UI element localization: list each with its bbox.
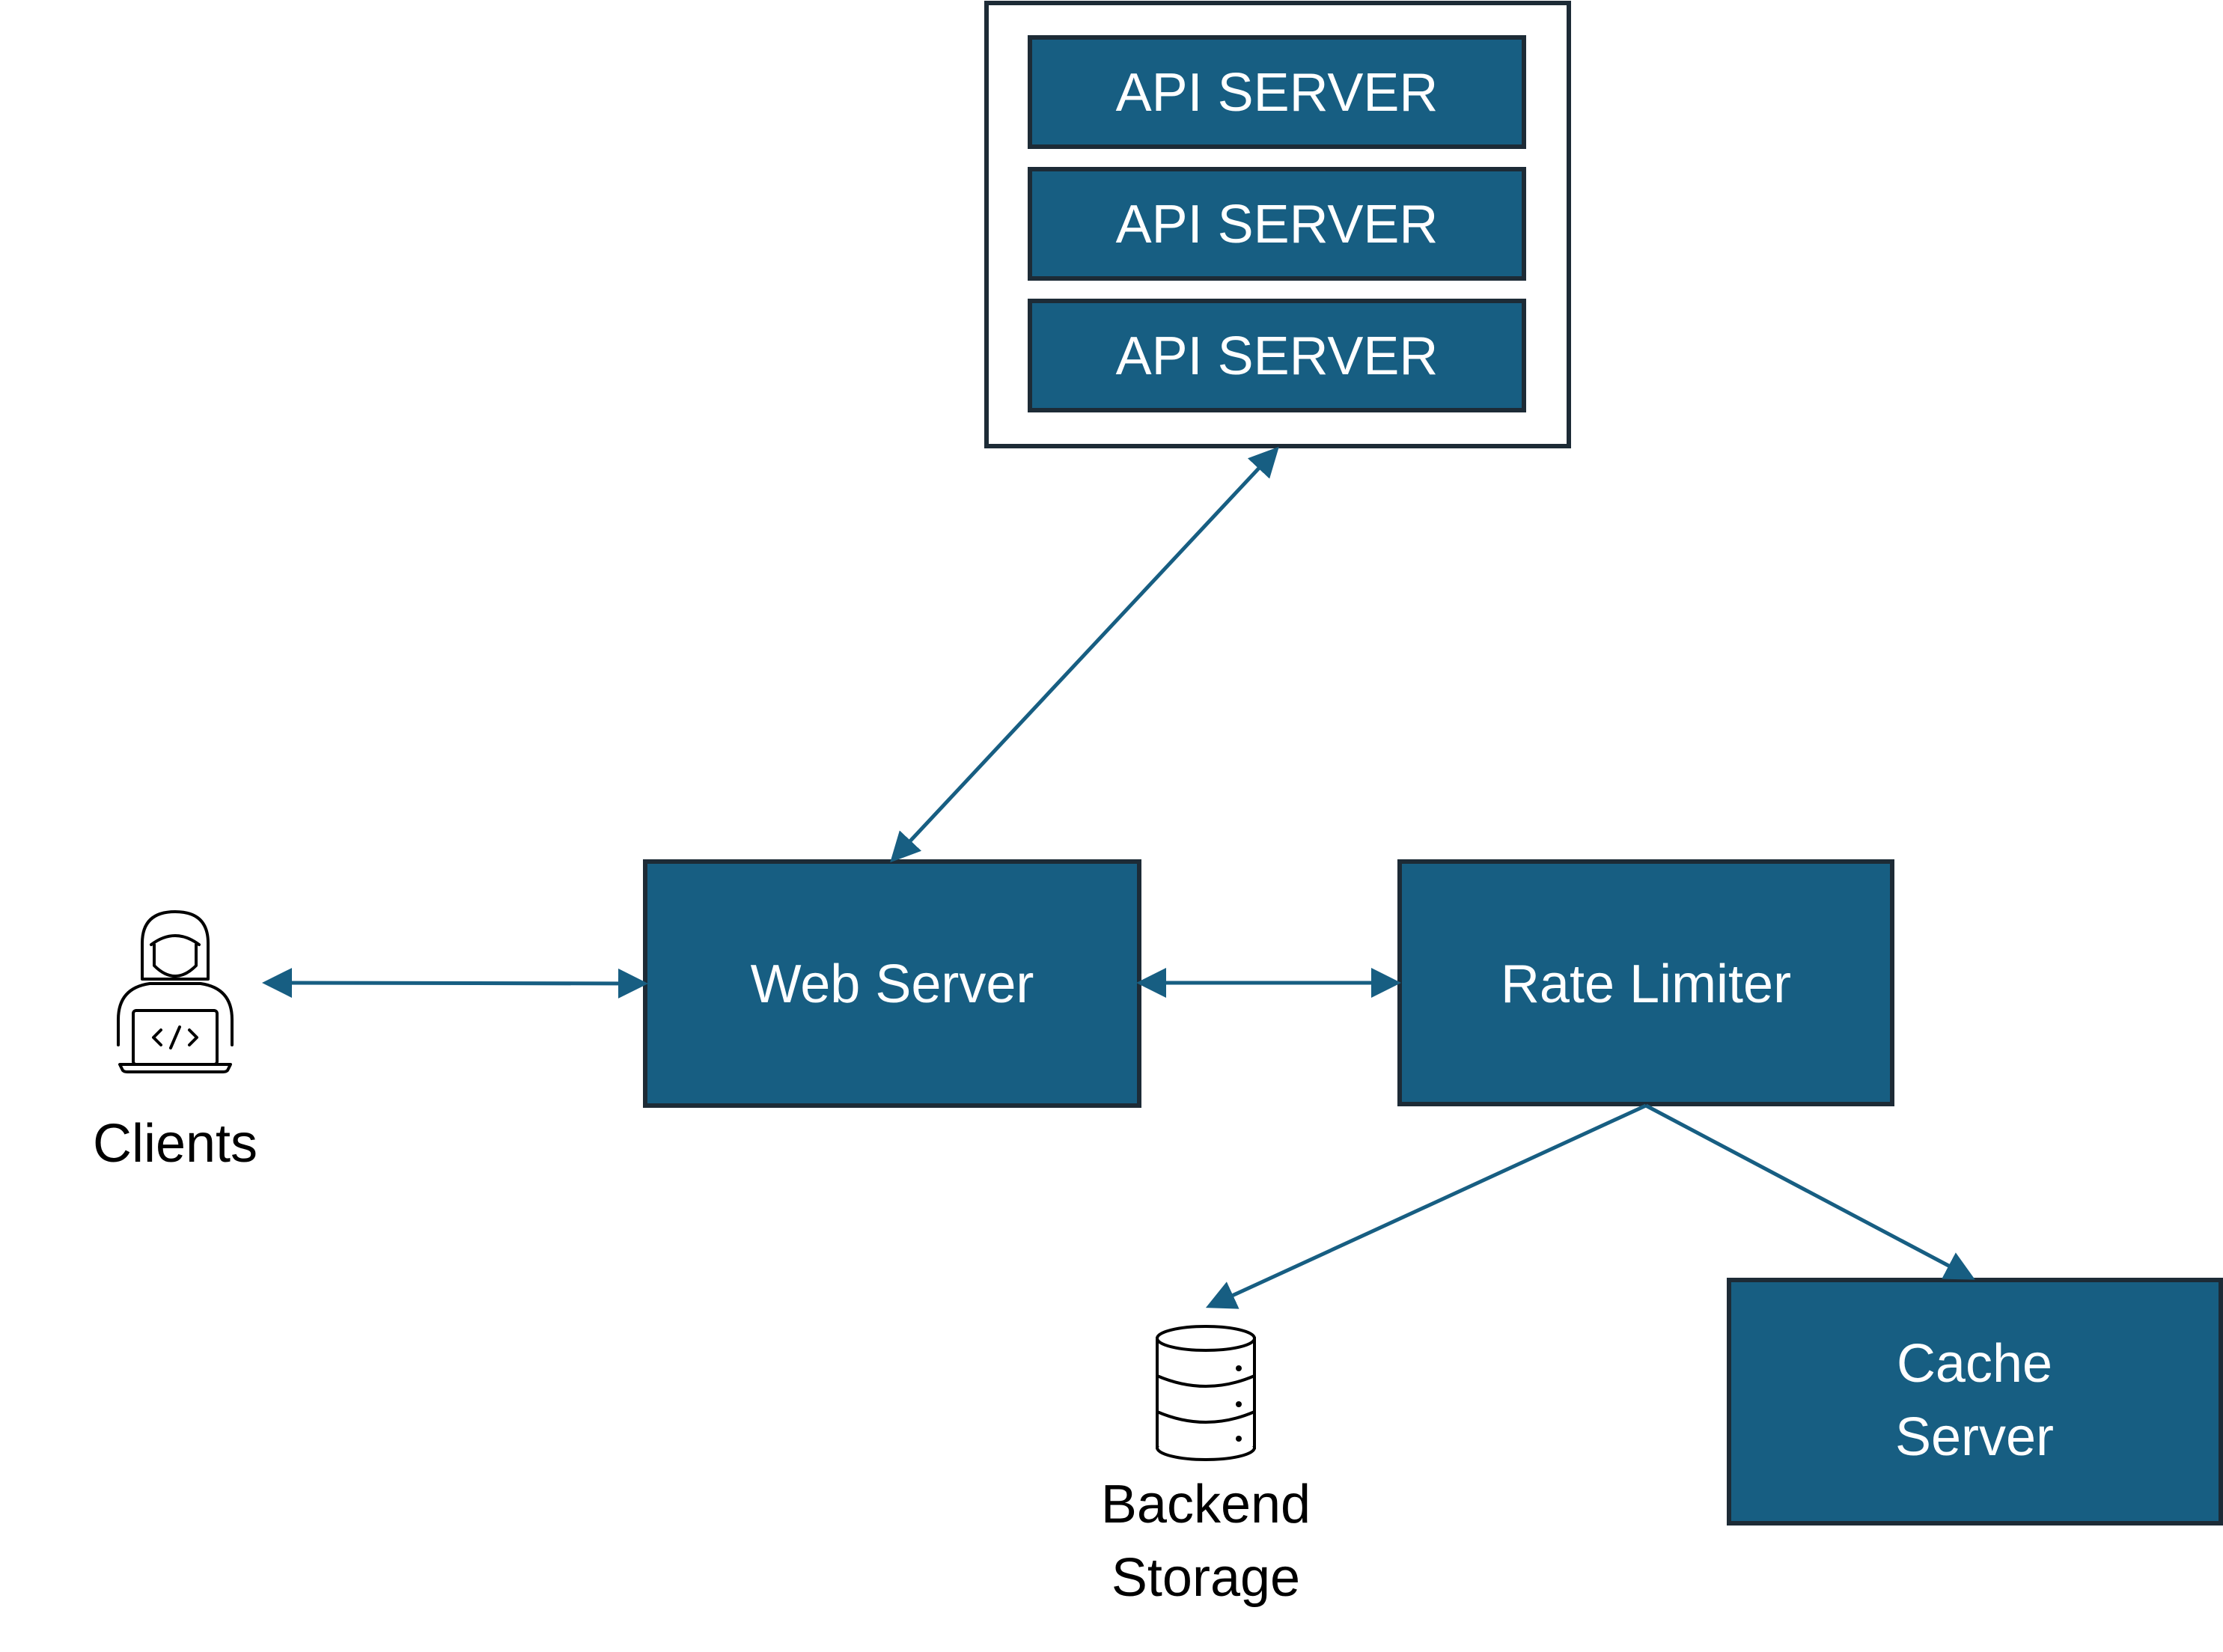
- api-server-label: API SERVER: [1116, 63, 1439, 123]
- backend-storage-label-line2: Storage: [1112, 1548, 1300, 1608]
- cache-server-label-line2: Server: [1895, 1407, 2054, 1467]
- arrow-clients-web: [262, 968, 648, 999]
- api-server-label: API SERVER: [1116, 326, 1439, 386]
- arrow-ratelimiter-storage: [1205, 1103, 1647, 1309]
- rate-limiter-box[interactable]: Rate Limiter: [1397, 859, 1894, 1106]
- arrow-ratelimiter-cache: [1644, 1103, 1975, 1280]
- api-server-box[interactable]: API SERVER: [1028, 167, 1526, 281]
- clients-label: Clients: [93, 1114, 257, 1174]
- developer-laptop-icon: [117, 910, 234, 1073]
- database-icon: [1156, 1325, 1256, 1461]
- api-server-box[interactable]: API SERVER: [1028, 299, 1526, 412]
- arrow-web-api: [890, 446, 1279, 863]
- connectors: [262, 446, 1975, 1309]
- api-server-cluster: API SERVER API SERVER API SERVER: [984, 1, 1571, 448]
- api-server-box[interactable]: API SERVER: [1028, 35, 1526, 149]
- web-server-box[interactable]: Web Server: [643, 859, 1141, 1108]
- backend-storage-label-line1: Backend: [1101, 1475, 1311, 1534]
- cache-server-label-line1: Cache: [1897, 1334, 2052, 1394]
- api-server-label: API SERVER: [1116, 195, 1439, 254]
- cache-server-box[interactable]: Cache Server: [1727, 1278, 2223, 1525]
- rate-limiter-label: Rate Limiter: [1501, 954, 1791, 1014]
- web-server-label: Web Server: [751, 954, 1034, 1014]
